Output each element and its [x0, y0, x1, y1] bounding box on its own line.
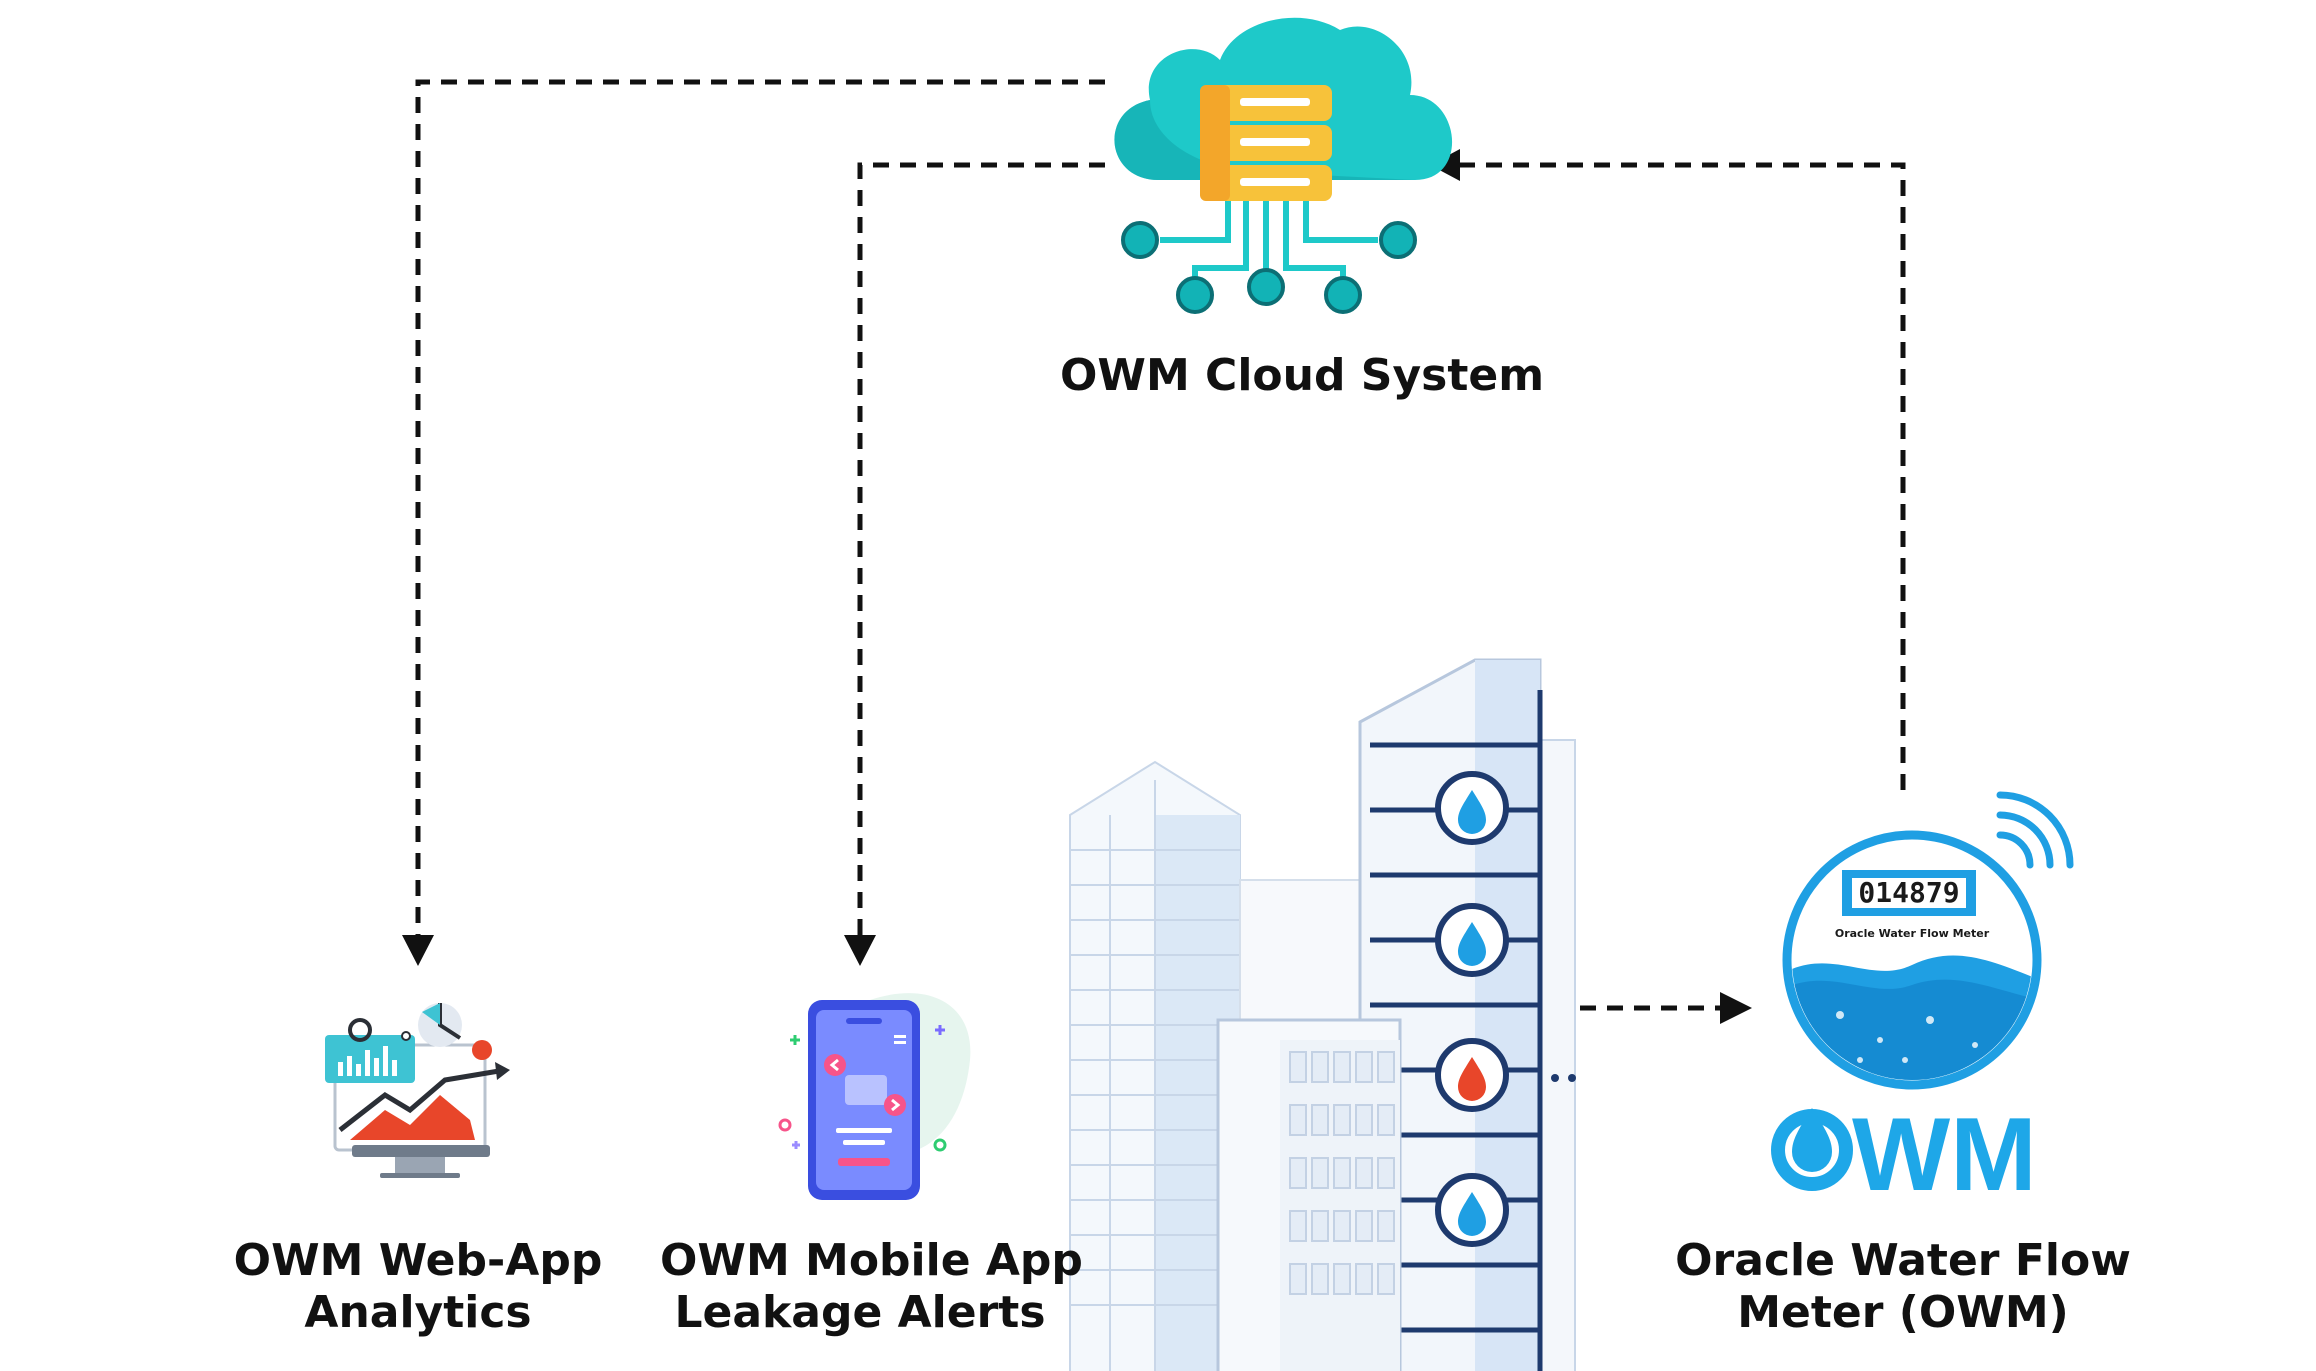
water-drop-icon [1792, 1108, 1832, 1172]
cloud-system-label: OWM Cloud System [1060, 350, 1545, 401]
webapp-label-line2: Analytics [304, 1287, 532, 1338]
meter-label-line1: Oracle Water Flow [1675, 1235, 2131, 1286]
water-meter-icon: 014879 Oracle Water Flow Meter WM [1771, 791, 2074, 1213]
water-drop-icon [1435, 903, 1509, 977]
meter-reading: 014879 [1858, 876, 1959, 909]
building-icon [1069, 658, 1576, 1371]
meter-label-line2: Meter (OWM) [1737, 1287, 2069, 1338]
arrowhead-meter [1720, 992, 1752, 1024]
arrowhead-mobile [844, 935, 876, 966]
water-drop-icon [1435, 1173, 1509, 1247]
owm-logo-text: WM [1852, 1097, 2037, 1213]
cloud-server-icon [1114, 17, 1453, 314]
analytics-monitor-icon [325, 1003, 510, 1178]
wifi-icon [1996, 791, 2074, 869]
arrowhead-webapp [402, 935, 434, 966]
meter-caption: Oracle Water Flow Meter [1835, 927, 1990, 940]
server-stack [1200, 85, 1332, 201]
mobile-phone-icon [778, 993, 971, 1200]
arrow-meter-to-cloud [1455, 162, 1906, 790]
building-meter-nodes [1435, 771, 1509, 1247]
mobile-label-line2: Leakage Alerts [674, 1287, 1046, 1338]
arrow-cloud-to-webapp [415, 79, 1105, 935]
water-drop-icon [1435, 771, 1509, 845]
arrow-cloud-to-mobile [857, 162, 1105, 935]
mobile-label-line1: OWM Mobile App [660, 1235, 1083, 1286]
water-drop-icon [1435, 1038, 1509, 1112]
owm-logo: WM [1771, 1097, 2037, 1213]
connector-arrows [415, 79, 1906, 1011]
webapp-label-line1: OWM Web-App [233, 1235, 603, 1286]
